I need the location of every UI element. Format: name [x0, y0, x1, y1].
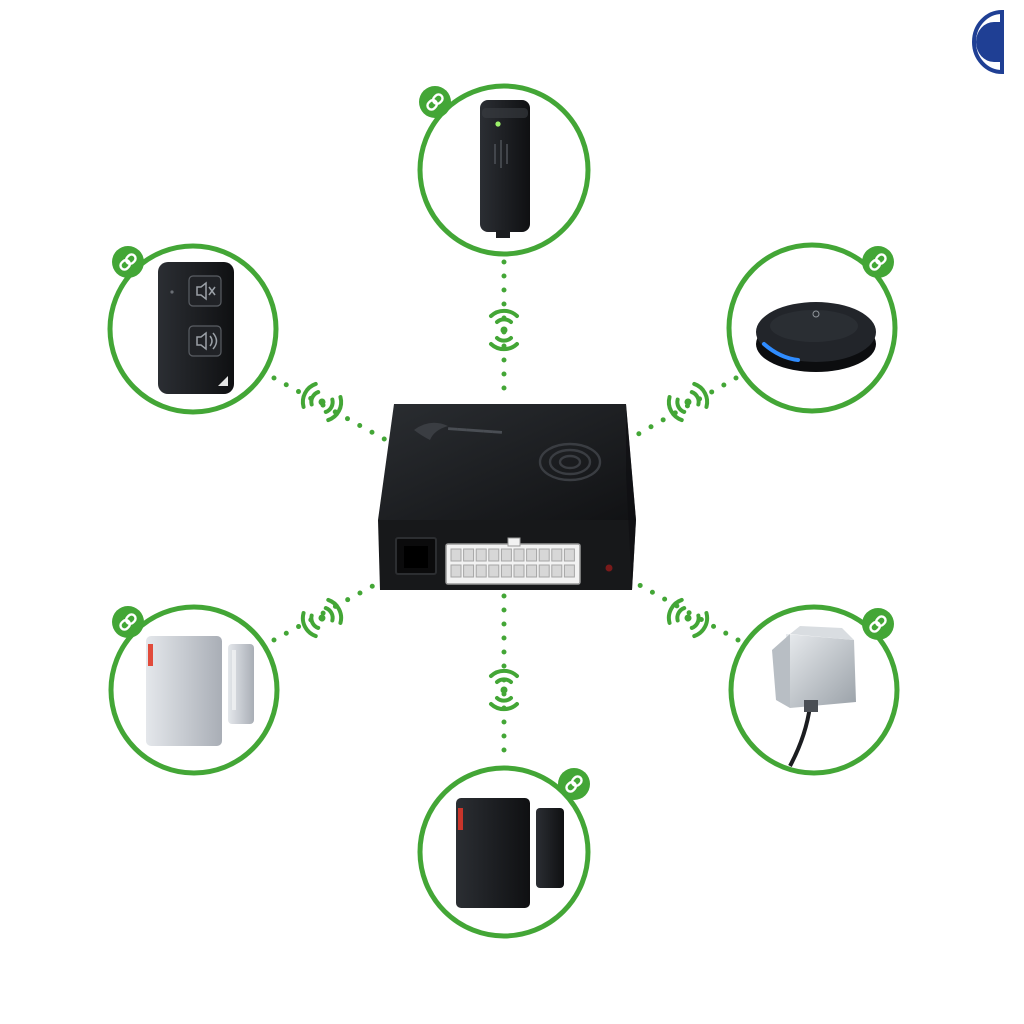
- connector-pin: [500, 548, 512, 562]
- speaker-icon: [196, 331, 218, 351]
- connector-pin: [463, 564, 475, 578]
- connector-pin: [450, 548, 462, 562]
- device-node-door-sensor-black: [417, 765, 592, 939]
- link-icon: [556, 766, 592, 802]
- device-node-metal-sensor: [728, 604, 900, 776]
- round-sensor-icon: [756, 302, 876, 372]
- connector-pin: [488, 564, 500, 578]
- connector-pin: [513, 548, 525, 562]
- device-node-repeater: [417, 83, 591, 257]
- metal-sensor-icon: [772, 626, 856, 767]
- connector-pin: [513, 564, 525, 578]
- connector-pin: [538, 564, 550, 578]
- link-icon: [860, 244, 896, 280]
- connector-pin: [463, 548, 475, 562]
- link-line-door-sensor-white: [271, 579, 383, 643]
- connector-pin: [551, 548, 563, 562]
- connector-pin: [475, 548, 487, 562]
- device-node-door-sensor-white: [108, 604, 280, 776]
- status-led: [605, 564, 613, 572]
- device-node-round-sensor: [726, 242, 898, 414]
- control-unit-icon: ▬▬▬▬▬▬: [378, 404, 636, 590]
- wireless-signal-icon: [665, 382, 711, 423]
- wireless-signal-icon: [489, 668, 519, 712]
- connector-pin: [563, 564, 575, 578]
- mute-icon: [196, 281, 216, 301]
- door-sensor-icon: [146, 636, 254, 746]
- door-sensor-icon: [456, 798, 564, 908]
- link-icon: [110, 244, 146, 280]
- speaker-grille: [538, 442, 602, 482]
- connector-pin: [526, 548, 538, 562]
- link-line-metal-sensor: [631, 579, 741, 643]
- wireless-signal-icon: [665, 598, 711, 639]
- repeater-icon: [480, 100, 530, 238]
- link-icon: [417, 84, 453, 120]
- connector-pin: [563, 548, 575, 562]
- link-icon: [860, 606, 896, 642]
- remote-control-icon: [158, 262, 234, 394]
- connector-pin: [500, 564, 512, 578]
- brand-logo-icon: [972, 9, 1004, 74]
- link-icon: [110, 604, 146, 640]
- connector-pin: [488, 548, 500, 562]
- connector-pin: [538, 548, 550, 562]
- connector-pin: [526, 564, 538, 578]
- wireless-signal-icon: [299, 598, 345, 639]
- device-node-remote: [107, 243, 279, 415]
- wireless-signal-icon: [299, 382, 345, 423]
- connector-pin: [475, 564, 487, 578]
- connector-pin: [450, 564, 462, 578]
- svg-text:▬▬▬▬▬▬: ▬▬▬▬▬▬: [448, 422, 503, 436]
- connector-pin: [551, 564, 563, 578]
